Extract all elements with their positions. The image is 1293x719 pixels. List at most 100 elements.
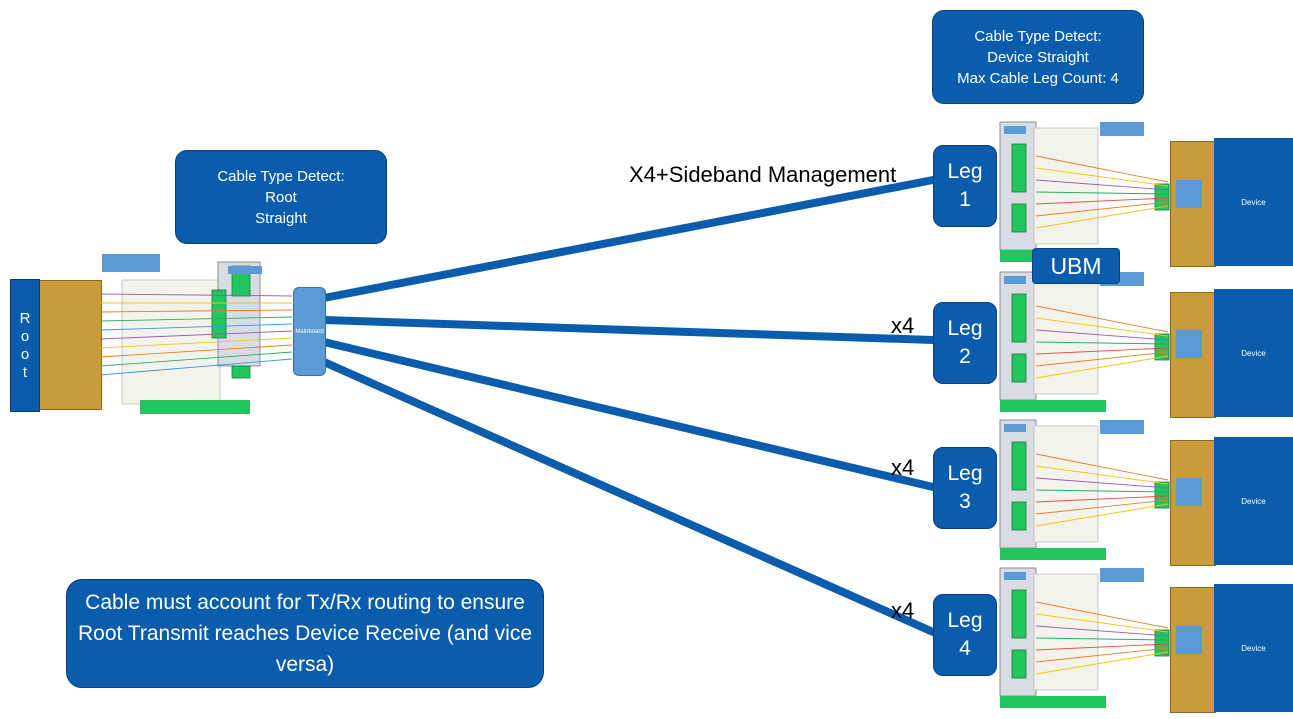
root-green-connector (211, 289, 227, 339)
leg-2-wire (1035, 355, 1169, 379)
root-letter: t (22, 363, 28, 381)
leg-3-wire (1035, 503, 1169, 527)
leg-2-wire (1035, 341, 1169, 345)
root-wire (99, 330, 293, 340)
leg-2-cable-label: x4 (891, 313, 915, 338)
leg-2-green-connector (1011, 293, 1027, 343)
leg-4-cable-label: x4 (891, 598, 915, 623)
leg-4-green-connector (1154, 629, 1170, 657)
leg-2-wire (1035, 329, 1169, 341)
leg-4-wire (1035, 613, 1169, 633)
leg-2-line2: 2 (959, 345, 971, 368)
root-card (38, 280, 102, 410)
leg-3-green-strip (1000, 548, 1106, 560)
ubm-box: UBM (1032, 248, 1120, 284)
leg-1-board-tag (1100, 122, 1144, 136)
leg-3-green-connector (1154, 481, 1170, 509)
leg-4-box: Leg 4 (933, 594, 997, 676)
root-callout-text: Cable Type Detect: Root Straight (217, 167, 345, 227)
root-adapter-board (121, 279, 221, 405)
leg-4-wire (1035, 647, 1169, 663)
device-1-label: Device (1241, 197, 1266, 207)
leg-4-device-tag (1176, 626, 1202, 654)
hub-label: Mainboard (295, 328, 324, 335)
leg-4-green-strip (1000, 696, 1106, 708)
root-wire (99, 351, 293, 367)
root-letter: o (20, 327, 30, 345)
leg-1-board-tag (1004, 126, 1026, 134)
device-1-box: Device (1214, 138, 1293, 266)
leg-4-wire (1035, 651, 1169, 675)
leg-1-adapter-board (1033, 127, 1099, 245)
leg-2-box: Leg 2 (933, 302, 997, 384)
root-green-connector (231, 365, 251, 379)
leg-2-wire (1035, 347, 1169, 355)
root-wire (99, 309, 293, 313)
root-green-strip (140, 400, 250, 414)
root-wire (99, 316, 293, 322)
leg-2-board-tag (1004, 276, 1026, 284)
leg-3-wire (1035, 495, 1169, 503)
root-board-tag (228, 266, 262, 274)
leg-1-green-connector (1011, 143, 1027, 193)
leg-4-green-connector (1011, 649, 1027, 679)
root-cable-callout: Cable Type Detect: Root Straight (175, 150, 387, 244)
leg-1-wire (1035, 167, 1169, 187)
leg-2-green-connector (1154, 333, 1170, 361)
root-wire (99, 358, 293, 376)
device-4-box: Device (1214, 584, 1293, 712)
leg-4-green-connector (1011, 589, 1027, 639)
leg-1-line2: 1 (959, 188, 971, 211)
leg-4-adapter-board (1033, 573, 1099, 691)
leg-4-wire (1035, 643, 1169, 651)
root-wire (99, 337, 293, 349)
leg-1-wire (1035, 205, 1169, 229)
leg-1-wire (1035, 191, 1169, 195)
leg-3-cable-label: x4 (891, 455, 915, 480)
leg-3-box: Leg 3 (933, 447, 997, 529)
root-wire (99, 323, 293, 331)
leg-4-board-tag (1100, 568, 1144, 582)
leg-1-cable-label: X4+Sideband Management (629, 162, 897, 187)
device-callout-text: Cable Type Detect: Device Straight Max C… (957, 27, 1119, 87)
leg-4-board-tag (1004, 572, 1026, 580)
cable-leg-4 (320, 358, 937, 636)
root-board-tag (102, 254, 160, 272)
leg-1-line1: Leg (947, 160, 983, 183)
leg-2-line1: Leg (947, 317, 983, 340)
leg-3-wire (1035, 477, 1169, 489)
leg-1-device-tag (1176, 180, 1202, 208)
leg-2-green-strip (1000, 400, 1106, 412)
leg-4-wire (1035, 637, 1169, 641)
routing-note-text: Cable must account for Tx/Rx routing to … (77, 591, 533, 676)
routing-note: Cable must account for Tx/Rx routing to … (66, 579, 544, 688)
device-3-label: Device (1241, 496, 1266, 506)
mainboard-hub: Mainboard (293, 287, 326, 376)
leg-3-line2: 3 (959, 490, 971, 513)
root-letter: R (19, 309, 31, 327)
leg-3-line1: Leg (947, 462, 983, 485)
root-wire (99, 344, 293, 358)
leg-1-green-connector (1011, 203, 1027, 233)
device-2-box: Device (1214, 289, 1293, 417)
leg-2-wire (1035, 351, 1169, 367)
device-cable-callout: Cable Type Detect: Device Straight Max C… (932, 10, 1144, 104)
leg-2-wire (1035, 305, 1169, 333)
leg-3-adapter-board (1033, 425, 1099, 543)
leg-1-wire (1035, 179, 1169, 191)
leg-1-wire (1035, 155, 1169, 183)
leg-4-line1: Leg (947, 609, 983, 632)
leg-3-wire (1035, 499, 1169, 515)
leg-3-wire (1035, 489, 1169, 493)
cable-leg-2 (320, 316, 937, 344)
leg-2-wire (1035, 317, 1169, 337)
leg-1-wire (1035, 197, 1169, 205)
leg-3-green-connector (1011, 501, 1027, 531)
leg-1-green-connector (1154, 183, 1170, 211)
root-letter: o (20, 345, 30, 363)
device-4-label: Device (1241, 643, 1266, 653)
leg-1-wire (1035, 201, 1169, 217)
root-wire (99, 293, 293, 297)
